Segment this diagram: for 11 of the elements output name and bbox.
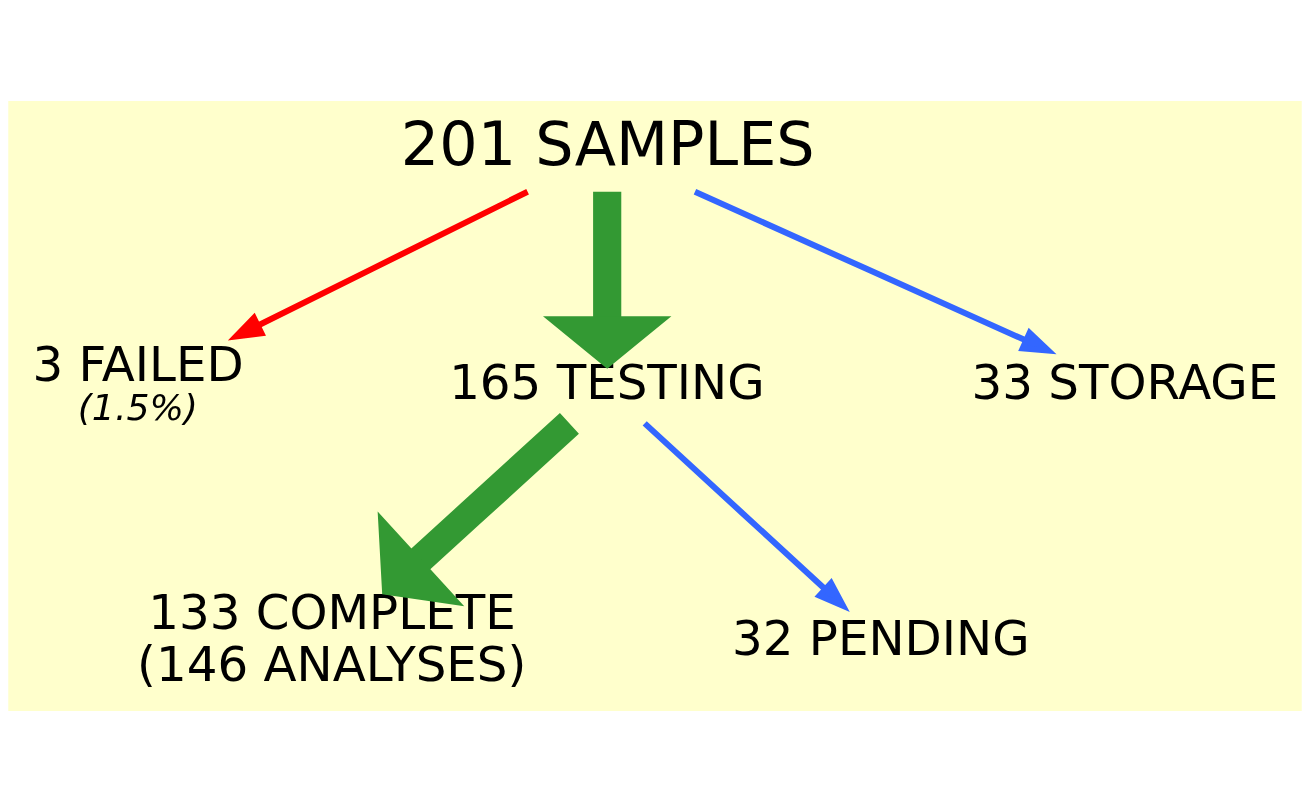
node-text: 33 STORAGE bbox=[971, 354, 1279, 411]
node-text: 201 SAMPLES bbox=[400, 109, 815, 180]
arrow bbox=[377, 412, 579, 607]
node-text: 133 COMPLETE (146 ANALYSES) bbox=[137, 583, 527, 693]
arrow bbox=[543, 191, 672, 369]
node-text: 32 PENDING bbox=[732, 610, 1030, 667]
arrow bbox=[227, 189, 529, 341]
node-text: 3 FAILED (1.5%) bbox=[32, 336, 244, 429]
arrow bbox=[693, 189, 1057, 355]
node-text: 165 TESTING bbox=[449, 354, 765, 411]
arrow bbox=[642, 421, 850, 612]
